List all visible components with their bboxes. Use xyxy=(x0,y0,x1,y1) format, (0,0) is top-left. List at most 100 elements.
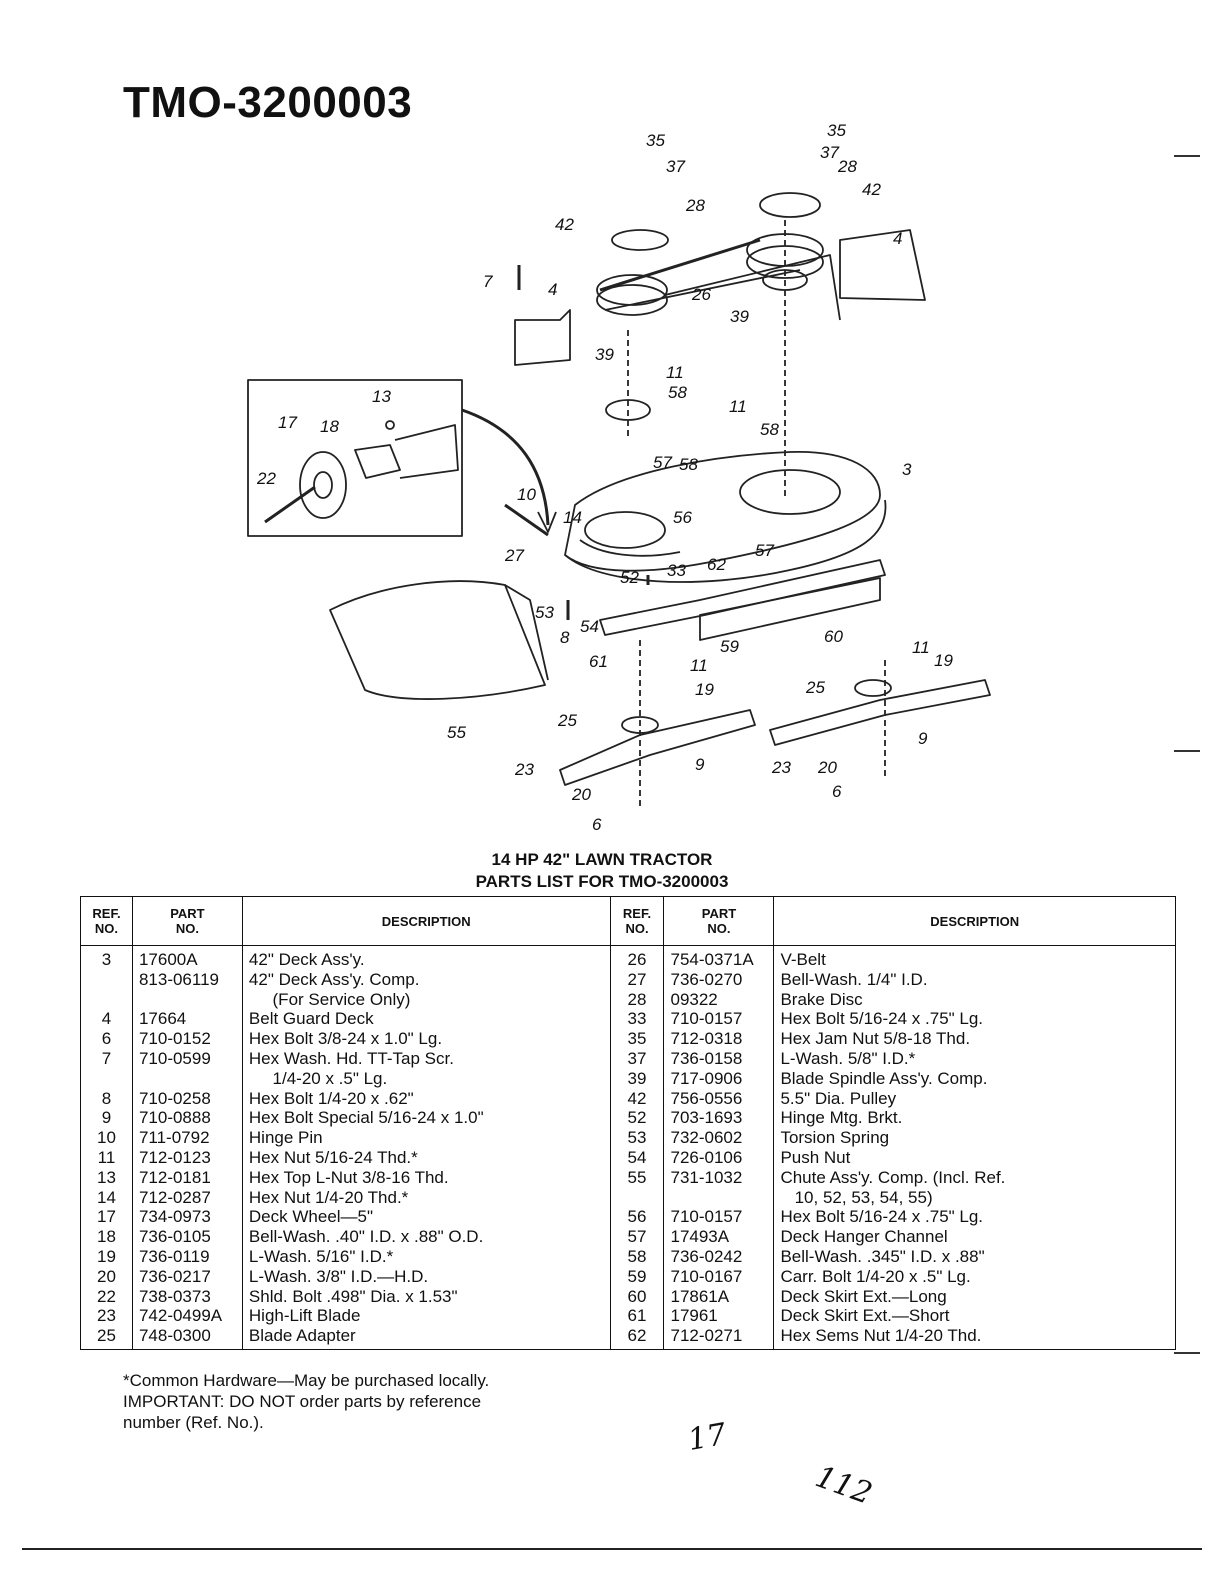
cell-line: 7 xyxy=(101,1048,112,1068)
cell-line: 26 xyxy=(627,950,647,969)
cell-line: 736-0105 xyxy=(138,1227,211,1247)
callout: 53 xyxy=(535,603,554,622)
callout: 56 xyxy=(673,508,692,527)
cell-line: 42 xyxy=(627,1088,647,1108)
cell-line: 736-0270 xyxy=(670,969,743,989)
cell-line: Hinge Mtg. Brkt. xyxy=(780,1108,903,1128)
margin-tick xyxy=(1174,750,1200,752)
cell-line: 22 xyxy=(97,1286,116,1306)
cell-line: 25 xyxy=(97,1326,116,1346)
cell-line: 1/4-20 x .5" Lg. xyxy=(248,1068,388,1088)
callout: 19 xyxy=(934,651,953,670)
cell-line: 13 xyxy=(97,1167,116,1187)
blade-right xyxy=(769,679,991,746)
cell-line: 58 xyxy=(627,1246,647,1266)
discharge-chute xyxy=(329,580,546,700)
callout: 11 xyxy=(690,656,708,675)
handwritten-page-number: 112 xyxy=(810,1459,877,1512)
callout: 11 xyxy=(729,397,747,416)
callout: 35 xyxy=(827,121,846,140)
cell-line: 56 xyxy=(627,1207,647,1227)
margin-tick xyxy=(1174,1352,1200,1354)
cell-line: 52 xyxy=(627,1108,647,1128)
callout: 26 xyxy=(691,285,711,304)
callout: 22 xyxy=(256,469,276,488)
callout-labels: 35 37 28 42 7 4 26 35 37 28 42 4 39 39 1… xyxy=(256,121,953,834)
cell-line: 09322 xyxy=(670,989,718,1009)
callout: 52 xyxy=(620,568,639,587)
cell-line: Hinge Pin xyxy=(248,1128,323,1148)
cell-line: 33 xyxy=(627,1009,647,1029)
cell-line xyxy=(139,990,236,1010)
callout: 37 xyxy=(666,157,685,176)
callout: 17 xyxy=(278,413,297,432)
cell-line xyxy=(670,1188,767,1208)
deck-shell xyxy=(564,451,881,572)
cell-line: Hex Nut 1/4-20 Thd.* xyxy=(248,1187,409,1207)
cell-line: 17600A xyxy=(138,950,198,969)
belt-guard-right xyxy=(839,229,926,301)
callout: 57 xyxy=(755,541,774,560)
callout: 6 xyxy=(592,815,602,834)
callout: 39 xyxy=(595,345,614,364)
callout: 55 xyxy=(447,723,466,742)
cell-line: Deck Wheel—5" xyxy=(248,1207,374,1227)
bottom-rule xyxy=(22,1548,1202,1550)
page-title: TMO-3200003 xyxy=(123,78,413,127)
cell-line: 732-0602 xyxy=(670,1128,743,1148)
cell-line: Carr. Bolt 1/4-20 x .5" Lg. xyxy=(780,1266,971,1286)
cell-line: Hex Bolt Special 5/16-24 x 1.0" xyxy=(248,1108,484,1128)
cell-line: 10 xyxy=(97,1128,116,1148)
cell-line: 61 xyxy=(627,1306,647,1326)
cell-line: 11 xyxy=(97,1147,116,1167)
cell-line: 20 xyxy=(97,1266,116,1286)
cell-line: Hex Top L-Nut 3/8-16 Thd. xyxy=(248,1167,449,1187)
diagram-svg: 35 37 28 42 7 4 26 35 37 28 42 4 39 39 1… xyxy=(247,121,991,834)
callout: 61 xyxy=(589,652,608,671)
inset-deck-wheel xyxy=(299,451,347,519)
header-ref-left: REF.NO. xyxy=(80,896,133,946)
common-hardware-note: *Common Hardware—May be purchased locall… xyxy=(123,1371,490,1390)
cell-line: 710-0157 xyxy=(670,1009,743,1029)
callout: 28 xyxy=(837,157,857,176)
callout: 60 xyxy=(824,627,843,646)
cell-line: Blade Spindle Ass'y. Comp. xyxy=(780,1068,988,1088)
cell-line: 742-0499A xyxy=(138,1306,223,1326)
cell-line: Blade Adapter xyxy=(248,1326,356,1346)
cell-line: 736-0119 xyxy=(138,1246,210,1266)
subtitle-parts-list: PARTS LIST FOR TMO-3200003 xyxy=(475,872,729,891)
cell-line: 738-0373 xyxy=(138,1286,211,1306)
cell-line: 17664 xyxy=(138,1009,187,1029)
cell-line: 55 xyxy=(627,1167,647,1187)
cell-line: 10, 52, 53, 54, 55) xyxy=(780,1187,933,1207)
cell-line: 42" Deck Ass'y. xyxy=(248,950,365,969)
cell-line: (For Service Only) xyxy=(248,989,411,1009)
callout: 23 xyxy=(514,760,534,779)
cell-line: L-Wash. 3/8" I.D.—H.D. xyxy=(248,1266,429,1286)
cell-line: 37 xyxy=(627,1048,647,1068)
cell-line: 710-0167 xyxy=(670,1266,743,1286)
cell-line: Bell-Wash. .40" I.D. x .88" O.D. xyxy=(248,1227,484,1247)
cell-line: 712-0181 xyxy=(138,1167,211,1187)
cell-line: Deck Skirt Ext.—Short xyxy=(780,1306,950,1326)
callout: 14 xyxy=(563,508,582,527)
exploded-parts-diagram: 35 37 28 42 7 4 26 35 37 28 42 4 39 39 1… xyxy=(247,121,991,834)
callout: 42 xyxy=(862,180,881,199)
callout: 37 xyxy=(820,143,839,162)
callout: 20 xyxy=(817,758,837,777)
cell-line: 712-0318 xyxy=(670,1029,743,1049)
cell-line: 35 xyxy=(627,1029,647,1049)
important-note-line1: IMPORTANT: DO NOT order parts by referen… xyxy=(123,1392,482,1411)
cell-line: 62 xyxy=(627,1326,647,1346)
cell-line: 3 xyxy=(101,950,112,969)
cell-line: 17493A xyxy=(670,1227,730,1247)
callout: 28 xyxy=(685,196,705,215)
cell-line: 711-0792 xyxy=(138,1128,210,1148)
cell-line: Chute Ass'y. Comp. (Incl. Ref. xyxy=(780,1167,1006,1187)
cell-line: Hex Bolt 5/16-24 x .75" Lg. xyxy=(780,1009,984,1029)
cell-line: 710-0888 xyxy=(138,1108,211,1128)
inset-box xyxy=(247,379,463,537)
